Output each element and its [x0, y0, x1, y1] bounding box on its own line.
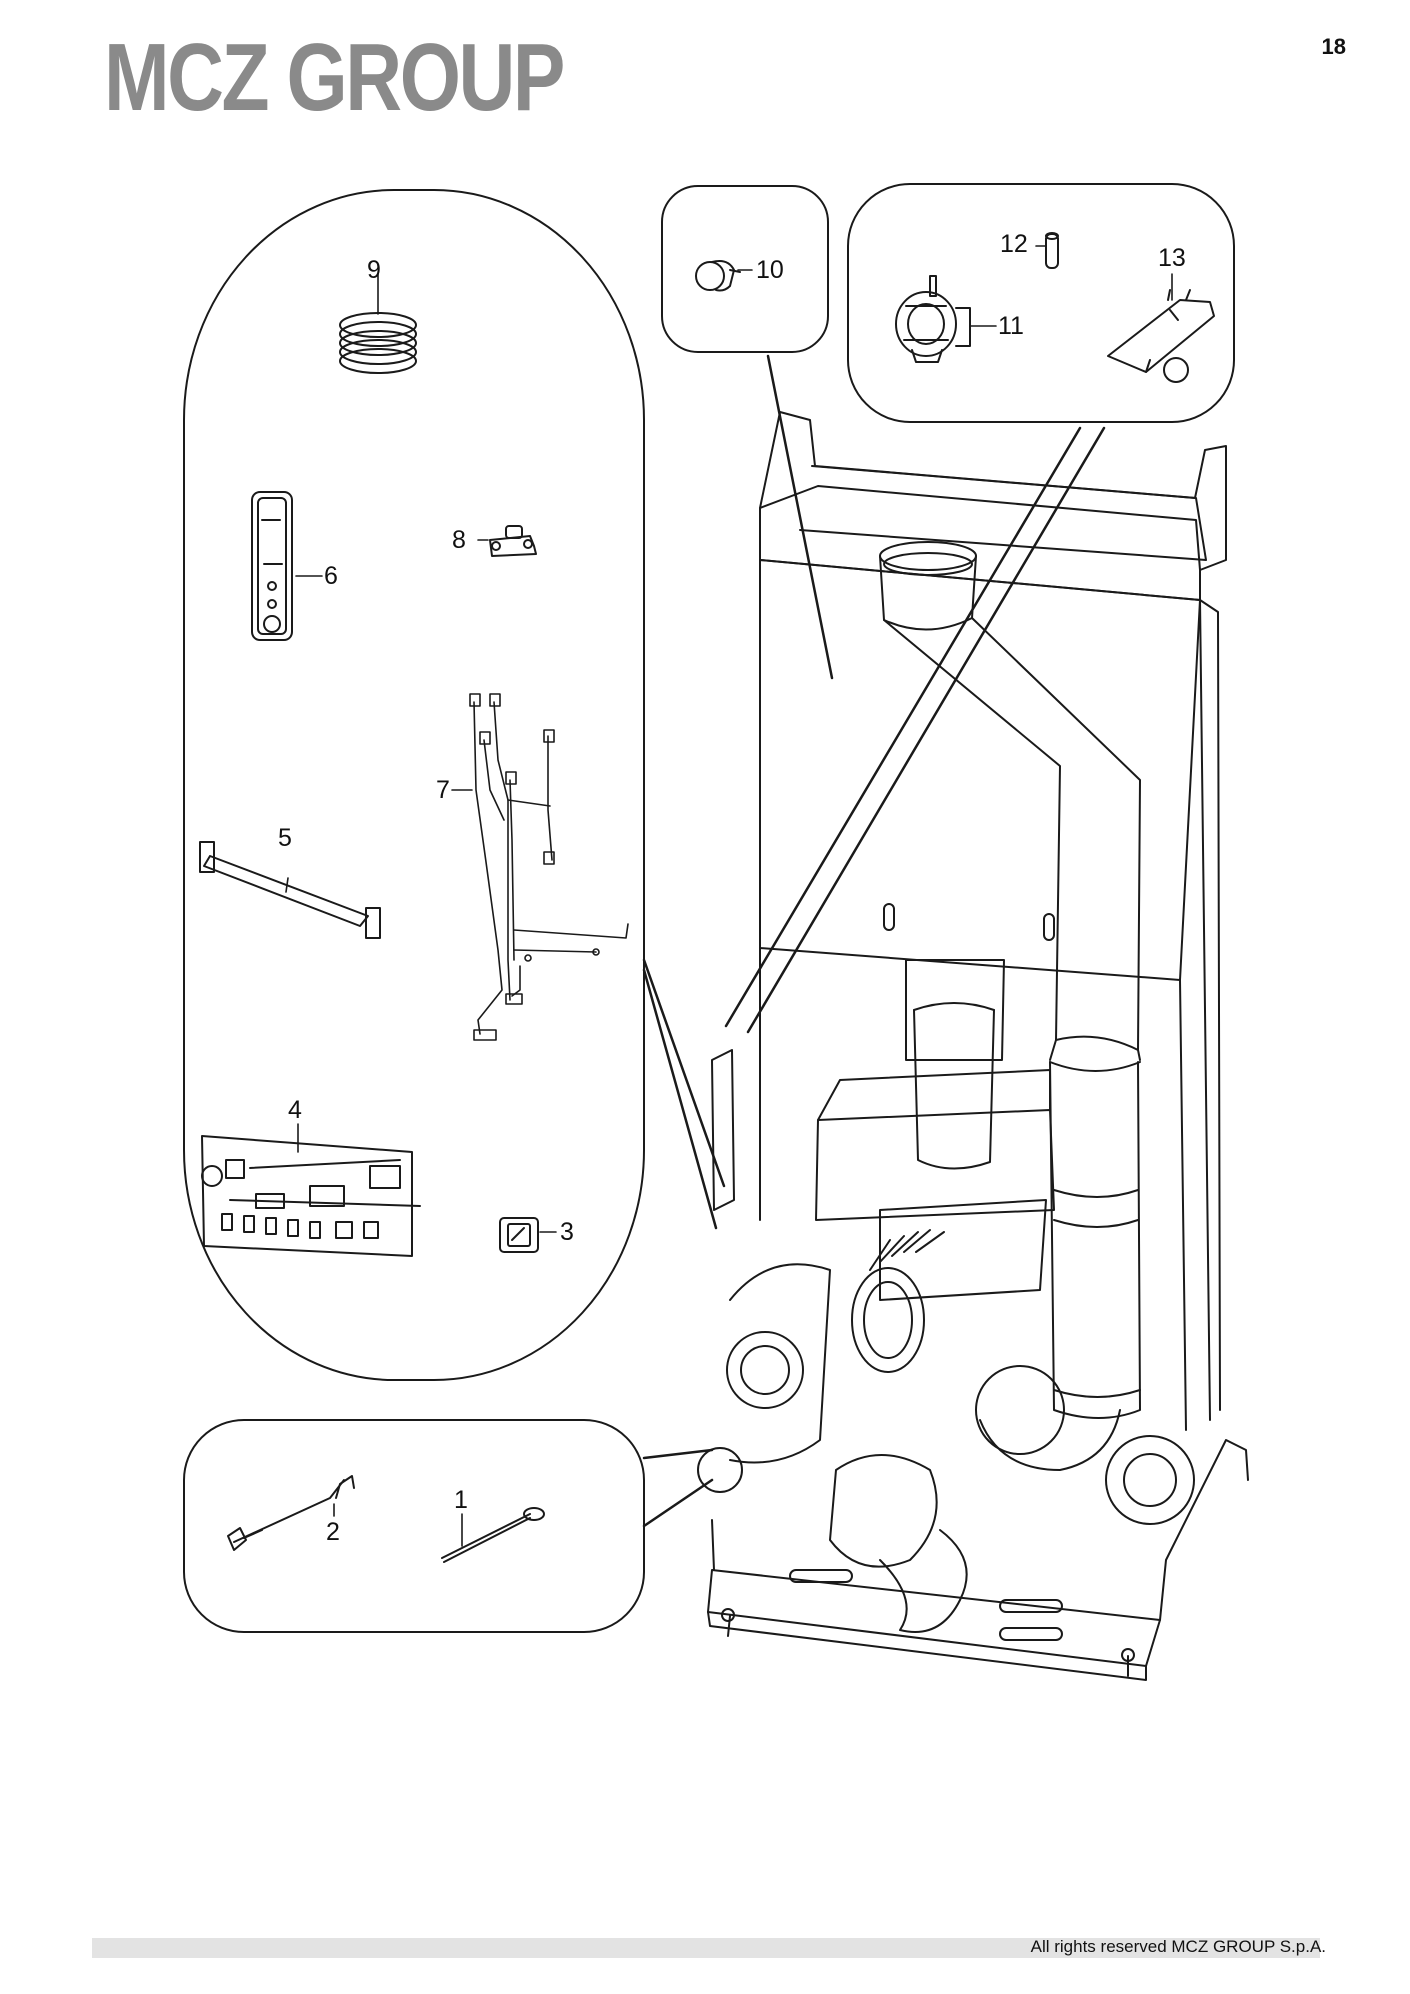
callout-5: 5: [278, 824, 292, 852]
callout-13: 13: [1158, 244, 1186, 272]
callout-numbers: 9 6 8 5 7 4 3 10 11 12 13 2 1: [278, 230, 1186, 1546]
part-2-probe: [227, 1475, 355, 1551]
panel-sensor-10: [661, 185, 829, 353]
part-8-connector: [489, 525, 537, 557]
main-unit: [697, 411, 1249, 1681]
callout-3: 3: [560, 1218, 574, 1246]
callout-8: 8: [452, 526, 466, 554]
callout-6: 6: [324, 562, 338, 590]
callout-4: 4: [288, 1096, 302, 1124]
part-6-panel: [251, 491, 293, 641]
callout-1: 1: [454, 1486, 468, 1514]
page-number: 18: [1321, 34, 1346, 59]
part-5-cable: [199, 841, 381, 939]
callout-7: 7: [436, 776, 450, 804]
footer-copyright: All rights reserved MCZ GROUP S.p.A.: [1030, 1937, 1326, 1956]
part-7-harness: [469, 693, 629, 1041]
part-13-bracket: [1107, 289, 1215, 383]
part-10-sensor: [695, 260, 741, 292]
part-9-coil: [339, 312, 417, 374]
panel-electronics: [183, 189, 645, 1381]
footer-bar: [92, 1938, 1320, 1958]
leader-lines: [642, 354, 1106, 1528]
part-12-pin: [1045, 232, 1059, 269]
panel-parts-11-13: [847, 183, 1235, 423]
callout-11: 11: [998, 312, 1024, 340]
panel-probes: [183, 1419, 645, 1633]
callout-2: 2: [326, 1518, 340, 1546]
part-1-rod: [441, 1507, 545, 1563]
callout-12: 12: [1000, 230, 1028, 258]
callout-10: 10: [756, 256, 784, 284]
callout-leaders: [285, 245, 1173, 1547]
part-3-switch: [499, 1217, 539, 1253]
part-11-pressure-switch: [895, 275, 971, 363]
callout-9: 9: [367, 256, 381, 284]
part-4-board: [201, 1135, 421, 1257]
brand-logo: MCZ GROUP: [104, 24, 565, 131]
